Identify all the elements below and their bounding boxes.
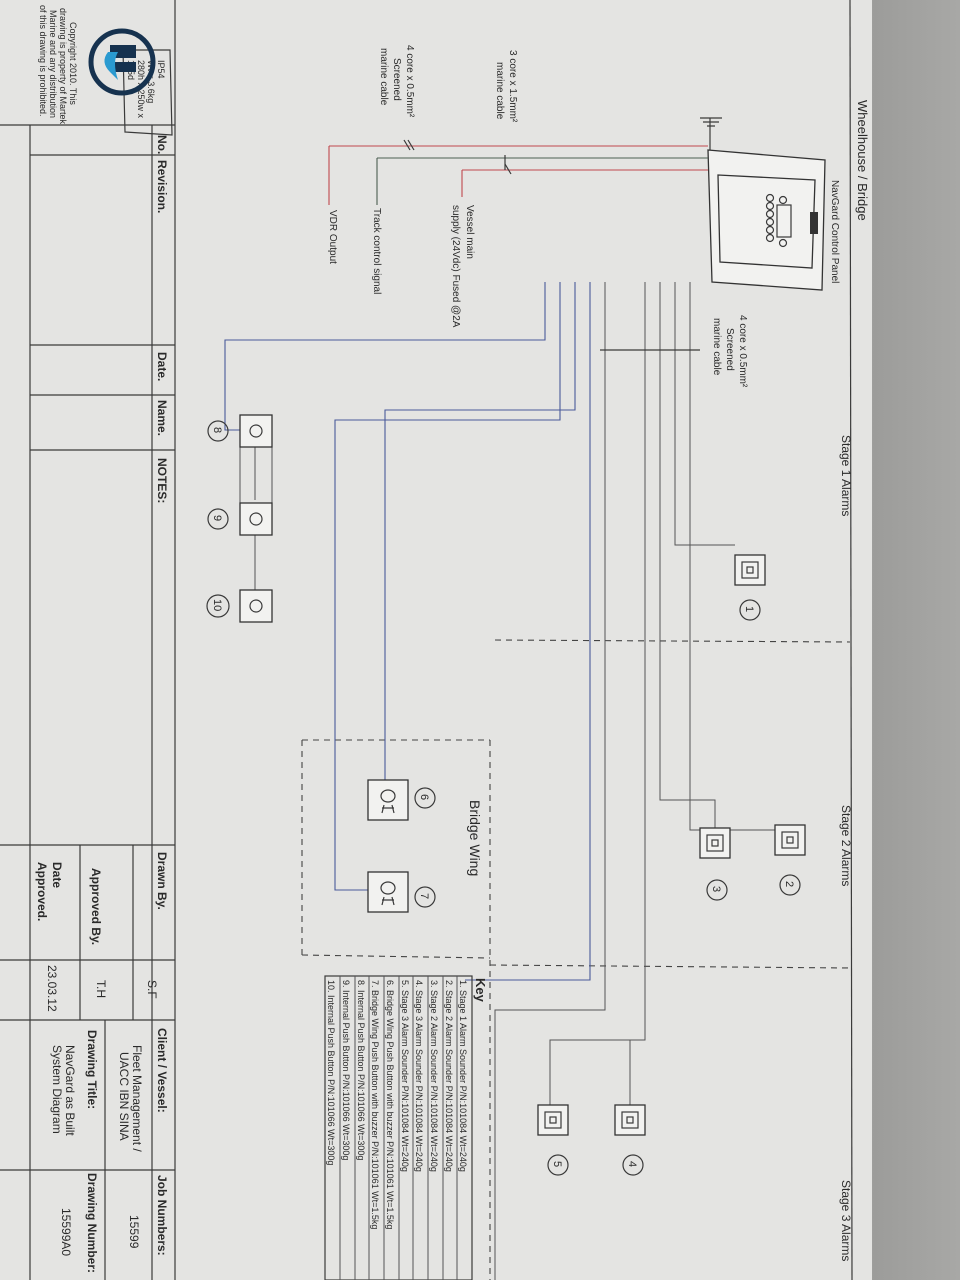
svg-text:8: 8 (211, 427, 223, 433)
svg-text:15599A0: 15599A0 (59, 1208, 73, 1256)
svg-text:Screened: Screened (724, 328, 735, 371)
svg-text:NOTES:: NOTES: (155, 458, 169, 503)
cable-annotations: 3 core x 1.5mm² marine cable 4 core x 0.… (327, 45, 748, 388)
key-item: 4. Stage 3 Alarm Sounder P/N:101084 Wt=2… (414, 980, 424, 1172)
key-table: Key 1. Stage 1 Alarm Sounder P/N:101084 … (324, 975, 488, 1280)
svg-text:Drawing Number:: Drawing Number: (85, 1173, 99, 1273)
alarm-sounder-1 (734, 554, 766, 586)
key-item: 8. Internal Push Button P/N:101066 Wt=30… (356, 980, 366, 1160)
svg-text:23.03.12: 23.03.12 (45, 965, 59, 1012)
svg-text:S.F: S.F (145, 980, 159, 999)
svg-text:3 core x 1.5mm²: 3 core x 1.5mm² (507, 50, 518, 123)
push-button-10 (239, 589, 273, 623)
svg-text:1: 1 (743, 606, 755, 612)
copyright-notice: Copyright 2010. This drawing is property… (38, 5, 78, 125)
martek-logo (88, 28, 156, 96)
svg-text:15599: 15599 (127, 1215, 141, 1249)
svg-text:4: 4 (626, 1161, 638, 1167)
bridge-wing-label: Bridge Wing (467, 800, 483, 876)
svg-text:Drawn By.: Drawn By. (155, 852, 169, 910)
svg-text:Client / Vessel:: Client / Vessel: (155, 1028, 169, 1113)
svg-text:4 core x 0.5mm²: 4 core x 0.5mm² (404, 45, 415, 118)
wiring (224, 139, 775, 1280)
alarm-sounder-4 (614, 1104, 646, 1136)
svg-text:Job Numbers:: Job Numbers: (155, 1175, 169, 1256)
svg-text:Revision.: Revision. (155, 160, 169, 213)
bridge-wing-button-7 (367, 871, 409, 913)
svg-text:marine cable: marine cable (378, 48, 389, 106)
alarm-sounder-3 (699, 827, 731, 859)
svg-text:marine cable: marine cable (711, 318, 722, 376)
svg-text:Fleet Management /: Fleet Management / (130, 1045, 144, 1152)
svg-text:NavGard as Built: NavGard as Built (63, 1045, 77, 1136)
svg-text:Date: Date (50, 862, 64, 888)
key-item: 5. Stage 3 Alarm Sounder P/N:101084 Wt=2… (400, 980, 410, 1172)
svg-text:No.: No. (155, 135, 169, 154)
key-item: 3. Stage 2 Alarm Sounder P/N:101084 Wt=2… (429, 980, 439, 1172)
svg-text:Marine and any distribution: Marine and any distribution (48, 10, 58, 118)
zone-dividers (301, 639, 851, 1280)
svg-text:Name.: Name. (155, 400, 169, 436)
svg-text:IP54: IP54 (156, 60, 166, 79)
border-line (849, 0, 853, 1280)
svg-text:Date.: Date. (155, 352, 169, 381)
svg-text:VDR Output: VDR Output (327, 210, 338, 264)
alarm-sounder-5 (537, 1104, 569, 1136)
header-title: Wheelhouse / Bridge (855, 100, 870, 221)
svg-text:of this drawing is prohibited.: of this drawing is prohibited. (38, 5, 48, 117)
svg-text:marine cable: marine cable (494, 62, 505, 120)
svg-text:Track control signal: Track control signal (371, 208, 382, 294)
svg-text:5: 5 (551, 1161, 563, 1167)
svg-text:Drawing Title:: Drawing Title: (85, 1030, 99, 1109)
svg-text:10: 10 (211, 599, 223, 611)
svg-text:supply (24Vdc) Fused @2A: supply (24Vdc) Fused @2A (450, 205, 461, 328)
navgard-control-panel: NavGard Control Panel (707, 149, 840, 291)
svg-text:6: 6 (418, 794, 430, 800)
key-item: 6. Bridge Wing Push Button with buzzer P… (385, 980, 395, 1229)
ground-icon (700, 117, 722, 152)
key-item: 7. Bridge Wing Push Button with buzzer P… (370, 980, 380, 1229)
key-item: 10. Internal Push Button P/N:101066 Wt=3… (326, 980, 336, 1165)
push-button-8 (239, 414, 273, 448)
svg-text:System Diagram: System Diagram (50, 1045, 64, 1134)
stage-3-label: Stage 3 Alarms (839, 1180, 853, 1261)
stage-2-label: Stage 2 Alarms (839, 805, 853, 886)
stage-1-label: Stage 1 Alarms (839, 435, 853, 516)
push-button-9 (239, 502, 273, 536)
key-title: Key (473, 978, 488, 1003)
svg-text:Approved.: Approved. (35, 862, 49, 921)
svg-text:2: 2 (783, 881, 795, 887)
svg-text:drawing is property of Martek: drawing is property of Martek (58, 8, 68, 125)
svg-text:Approved By.: Approved By. (89, 868, 103, 945)
svg-text:4 core x 0.5mm²: 4 core x 0.5mm² (737, 315, 748, 388)
svg-text:Copyright 2010. This: Copyright 2010. This (68, 22, 78, 105)
key-item: 1. Stage 1 Alarm Sounder P/N:101084 Wt=2… (458, 980, 468, 1172)
bridge-wing-button-6 (367, 779, 409, 821)
svg-text:Screened: Screened (391, 58, 402, 101)
svg-text:Vessel main: Vessel main (464, 205, 475, 259)
svg-text:Wt = 3.6kg: Wt = 3.6kg (146, 60, 156, 103)
alarm-sounder-2 (774, 824, 806, 856)
key-item: 2. Stage 2 Alarm Sounder P/N:101084 Wt=2… (444, 980, 454, 1172)
key-item: 9. Internal Push Button P/N:101066 Wt=30… (341, 980, 351, 1160)
device-numbers: 1 2 3 4 5 6 7 8 9 10 (206, 420, 801, 1176)
svg-text:T.H: T.H (94, 980, 108, 998)
title-block: No. Revision. Date. Name. NOTES: Drawn B… (0, 0, 176, 1280)
svg-text:3: 3 (710, 886, 722, 892)
svg-text:7: 7 (418, 893, 430, 899)
control-panel-label: NavGard Control Panel (829, 180, 840, 283)
svg-text:UACC IBN SINA: UACC IBN SINA (117, 1052, 131, 1141)
svg-text:9: 9 (211, 515, 223, 521)
